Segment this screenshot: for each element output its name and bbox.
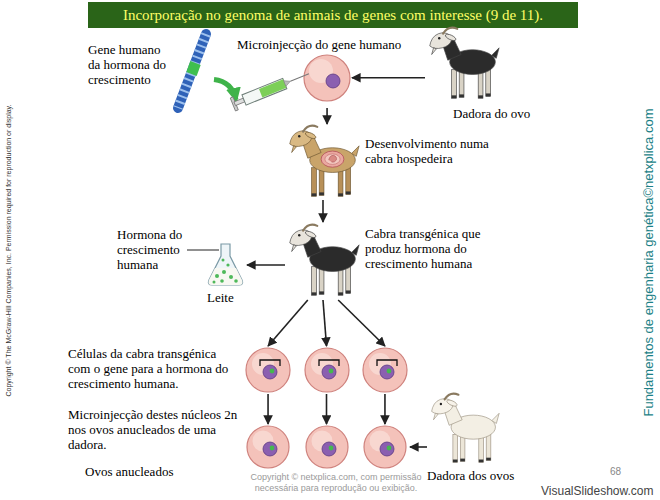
flow-arrow <box>327 108 328 124</box>
connector-line <box>268 300 308 346</box>
leader-line <box>187 250 219 251</box>
node-label: Desenvolvimento numa cabra hospedeira <box>365 136 493 166</box>
host-goat: Desenvolvimento numa cabra hospedeira <box>285 124 361 200</box>
connector-line <box>410 446 427 448</box>
node-label: Ovos anucleados <box>85 464 173 479</box>
connector-line <box>267 394 269 424</box>
node-label: Microinjecção do gene humano <box>237 37 401 52</box>
goat-figure <box>285 124 361 200</box>
node-label: Células da cabra transgénica com o gene … <box>68 346 240 391</box>
goat-figure <box>425 26 501 102</box>
connector-line <box>323 300 327 346</box>
title-band: Incorporação no genoma de animais de gen… <box>88 2 578 28</box>
node-label: Cabra transgénica que produz hormona do … <box>365 226 499 271</box>
copyright-note: Copyright © The McGraw-Hill Companies, I… <box>5 104 12 396</box>
connector-line <box>326 394 328 424</box>
flow-arrow <box>268 394 385 424</box>
flow-arrow <box>323 200 324 222</box>
egg-row <box>243 424 410 470</box>
connector-line <box>247 264 285 266</box>
enucleated-eggs: Ovos anucleados <box>243 424 410 470</box>
node-label: Gene humano da hormona do crescimento <box>88 42 166 87</box>
microinjection-figure <box>236 54 352 108</box>
step-note: Microinjecção destes núcleos 2n nos ovos… <box>68 407 242 452</box>
egg-donor-goat: Dadora dos ovos <box>427 392 501 466</box>
connector-line <box>338 300 385 346</box>
watermark: Copyright © netxplica.com, com permissão… <box>250 472 422 494</box>
donor-goat: Dadora do ovo <box>425 26 501 102</box>
connector-line <box>326 108 328 124</box>
site-credit: Fundamentos de engenharia genética©netxp… <box>641 108 656 416</box>
slide-title: Incorporação no genoma de animais de gen… <box>123 7 543 24</box>
node-label: Dadora do ovo <box>453 106 530 121</box>
flow-arrow <box>247 265 285 266</box>
node-label: Hormona do crescimento humana <box>117 227 191 272</box>
milk-product: Hormona do crescimento humanaLeite <box>203 243 247 287</box>
connector-line <box>352 77 425 79</box>
milk-flask <box>203 243 247 287</box>
transgenic-goat: Cabra transgénica que produz hormona do … <box>285 222 361 300</box>
cell-row <box>243 346 410 394</box>
goat-figure <box>427 392 501 466</box>
connector-line <box>384 394 386 424</box>
node-label: Dadora dos ovos <box>427 468 514 483</box>
gene-figure: Gene humano da hormona do crescimento <box>168 28 214 114</box>
connector-line <box>322 200 324 222</box>
goat-figure <box>285 222 361 300</box>
injection-step: Microinjecção do gene humano <box>236 54 352 108</box>
site-watermark: VisualSlideshow.com <box>541 484 654 498</box>
flow-arrow <box>268 300 385 346</box>
transgenic-cells: Células da cabra transgénica com o gene … <box>243 346 410 394</box>
chromosome-figure <box>168 28 214 114</box>
flow-arrow <box>410 447 427 448</box>
flow-arrow <box>352 77 425 78</box>
node-label: Leite <box>207 290 234 305</box>
page-number: 68 <box>610 466 621 477</box>
